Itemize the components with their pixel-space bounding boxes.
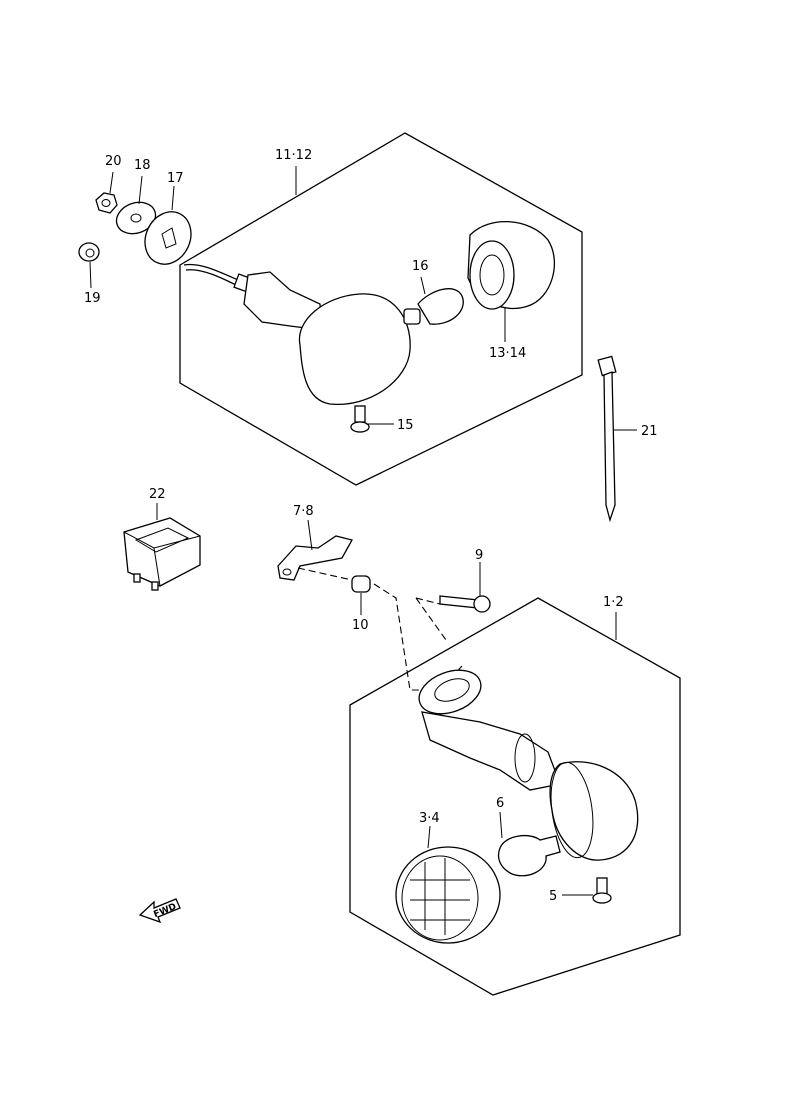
label-part-17: 17 [167, 171, 184, 186]
turn-signal-housing-front [183, 263, 411, 405]
forward-arrow-icon: FWD [138, 898, 181, 924]
bolt-part-9 [439, 595, 491, 613]
fwd-arrow-label: FWD [152, 902, 178, 920]
label-part-11-12: 11·12 [275, 148, 312, 163]
rear-turn-signal-assembly-box [349, 597, 681, 996]
label-part-15: 15 [397, 418, 414, 433]
front-turn-signal-assembly-box [179, 132, 583, 486]
spacer-part-10 [351, 575, 371, 593]
bracket-part-7-8 [277, 535, 353, 581]
assembly-guide-lines [297, 567, 463, 691]
gasket-part-17 [144, 211, 192, 265]
label-part-9: 9 [475, 548, 483, 563]
label-part-7-8: 7·8 [293, 504, 314, 519]
label-part-16: 16 [412, 259, 429, 274]
relay-part-22 [123, 517, 201, 591]
label-part-18: 18 [134, 158, 151, 173]
cable-tie-part-21 [597, 355, 617, 523]
nut-part-20 [95, 192, 118, 214]
callout-labels: 20 18 17 19 11·12 16 13·14 15 21 22 7·8 … [84, 148, 658, 904]
label-part-10: 10 [352, 618, 369, 633]
label-part-3-4: 3·4 [419, 811, 440, 826]
washer-part-18 [115, 201, 157, 235]
label-part-13-14: 13·14 [489, 346, 526, 361]
lens-part-3-4 [395, 846, 501, 944]
label-part-6: 6 [496, 796, 504, 811]
screw-part-5 [592, 877, 612, 904]
bulb-part-6 [497, 834, 561, 877]
grommet-part-19 [78, 242, 100, 262]
turn-signal-housing-rear [418, 669, 639, 861]
screw-part-15 [350, 405, 370, 433]
label-part-1-2: 1·2 [603, 595, 624, 610]
bulb-part-16 [403, 288, 464, 325]
lens-rim-part-13-14 [467, 221, 556, 310]
label-part-22: 22 [149, 487, 166, 502]
callout-leaders [89, 166, 637, 896]
label-part-20: 20 [105, 154, 122, 169]
label-part-21: 21 [641, 424, 658, 439]
label-part-5: 5 [549, 889, 557, 904]
label-part-19: 19 [84, 291, 101, 306]
